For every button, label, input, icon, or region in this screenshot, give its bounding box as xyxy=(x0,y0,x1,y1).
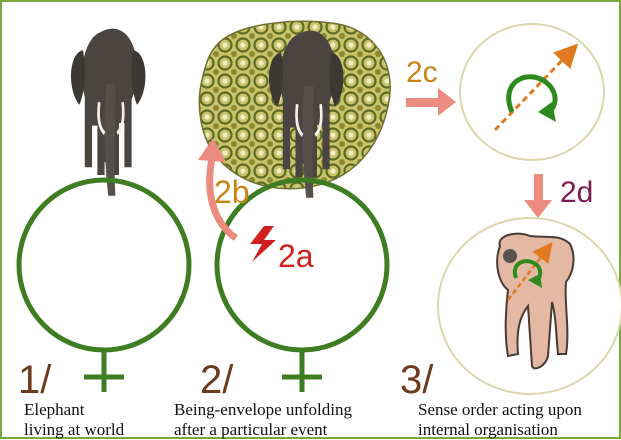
panel-2-caption-line-2: after a particular event xyxy=(174,420,327,440)
panel-3-caption-line-1: Sense order acting upon xyxy=(418,400,582,420)
panel-3-number: 3/ xyxy=(400,360,433,400)
panel-1-being-circle xyxy=(19,180,189,350)
panel-3-caption-line-2: internal organisation xyxy=(418,420,558,440)
label-2d: 2d xyxy=(560,176,593,210)
arrow-2d-head xyxy=(524,200,552,218)
panel-1-caption-line-2: living at world xyxy=(24,420,124,440)
panel-2-number: 2/ xyxy=(200,360,233,400)
lightning-icon xyxy=(250,226,276,262)
panel-1-elephant xyxy=(71,29,145,196)
panel-1-number: 1/ xyxy=(18,360,51,400)
label-2c: 2c xyxy=(406,56,438,90)
label-2b: 2b xyxy=(214,174,250,211)
panel-1-caption-line-1: Elephant xyxy=(24,400,84,420)
arrow-2c-body xyxy=(406,98,440,107)
arrow-2d-body xyxy=(534,174,543,202)
panel-2-caption-line-1: Being-envelope unfolding xyxy=(174,400,352,420)
organisation-dark-spot xyxy=(503,249,517,263)
label-2a: 2a xyxy=(278,238,314,275)
arrow-2c-head xyxy=(438,88,456,116)
